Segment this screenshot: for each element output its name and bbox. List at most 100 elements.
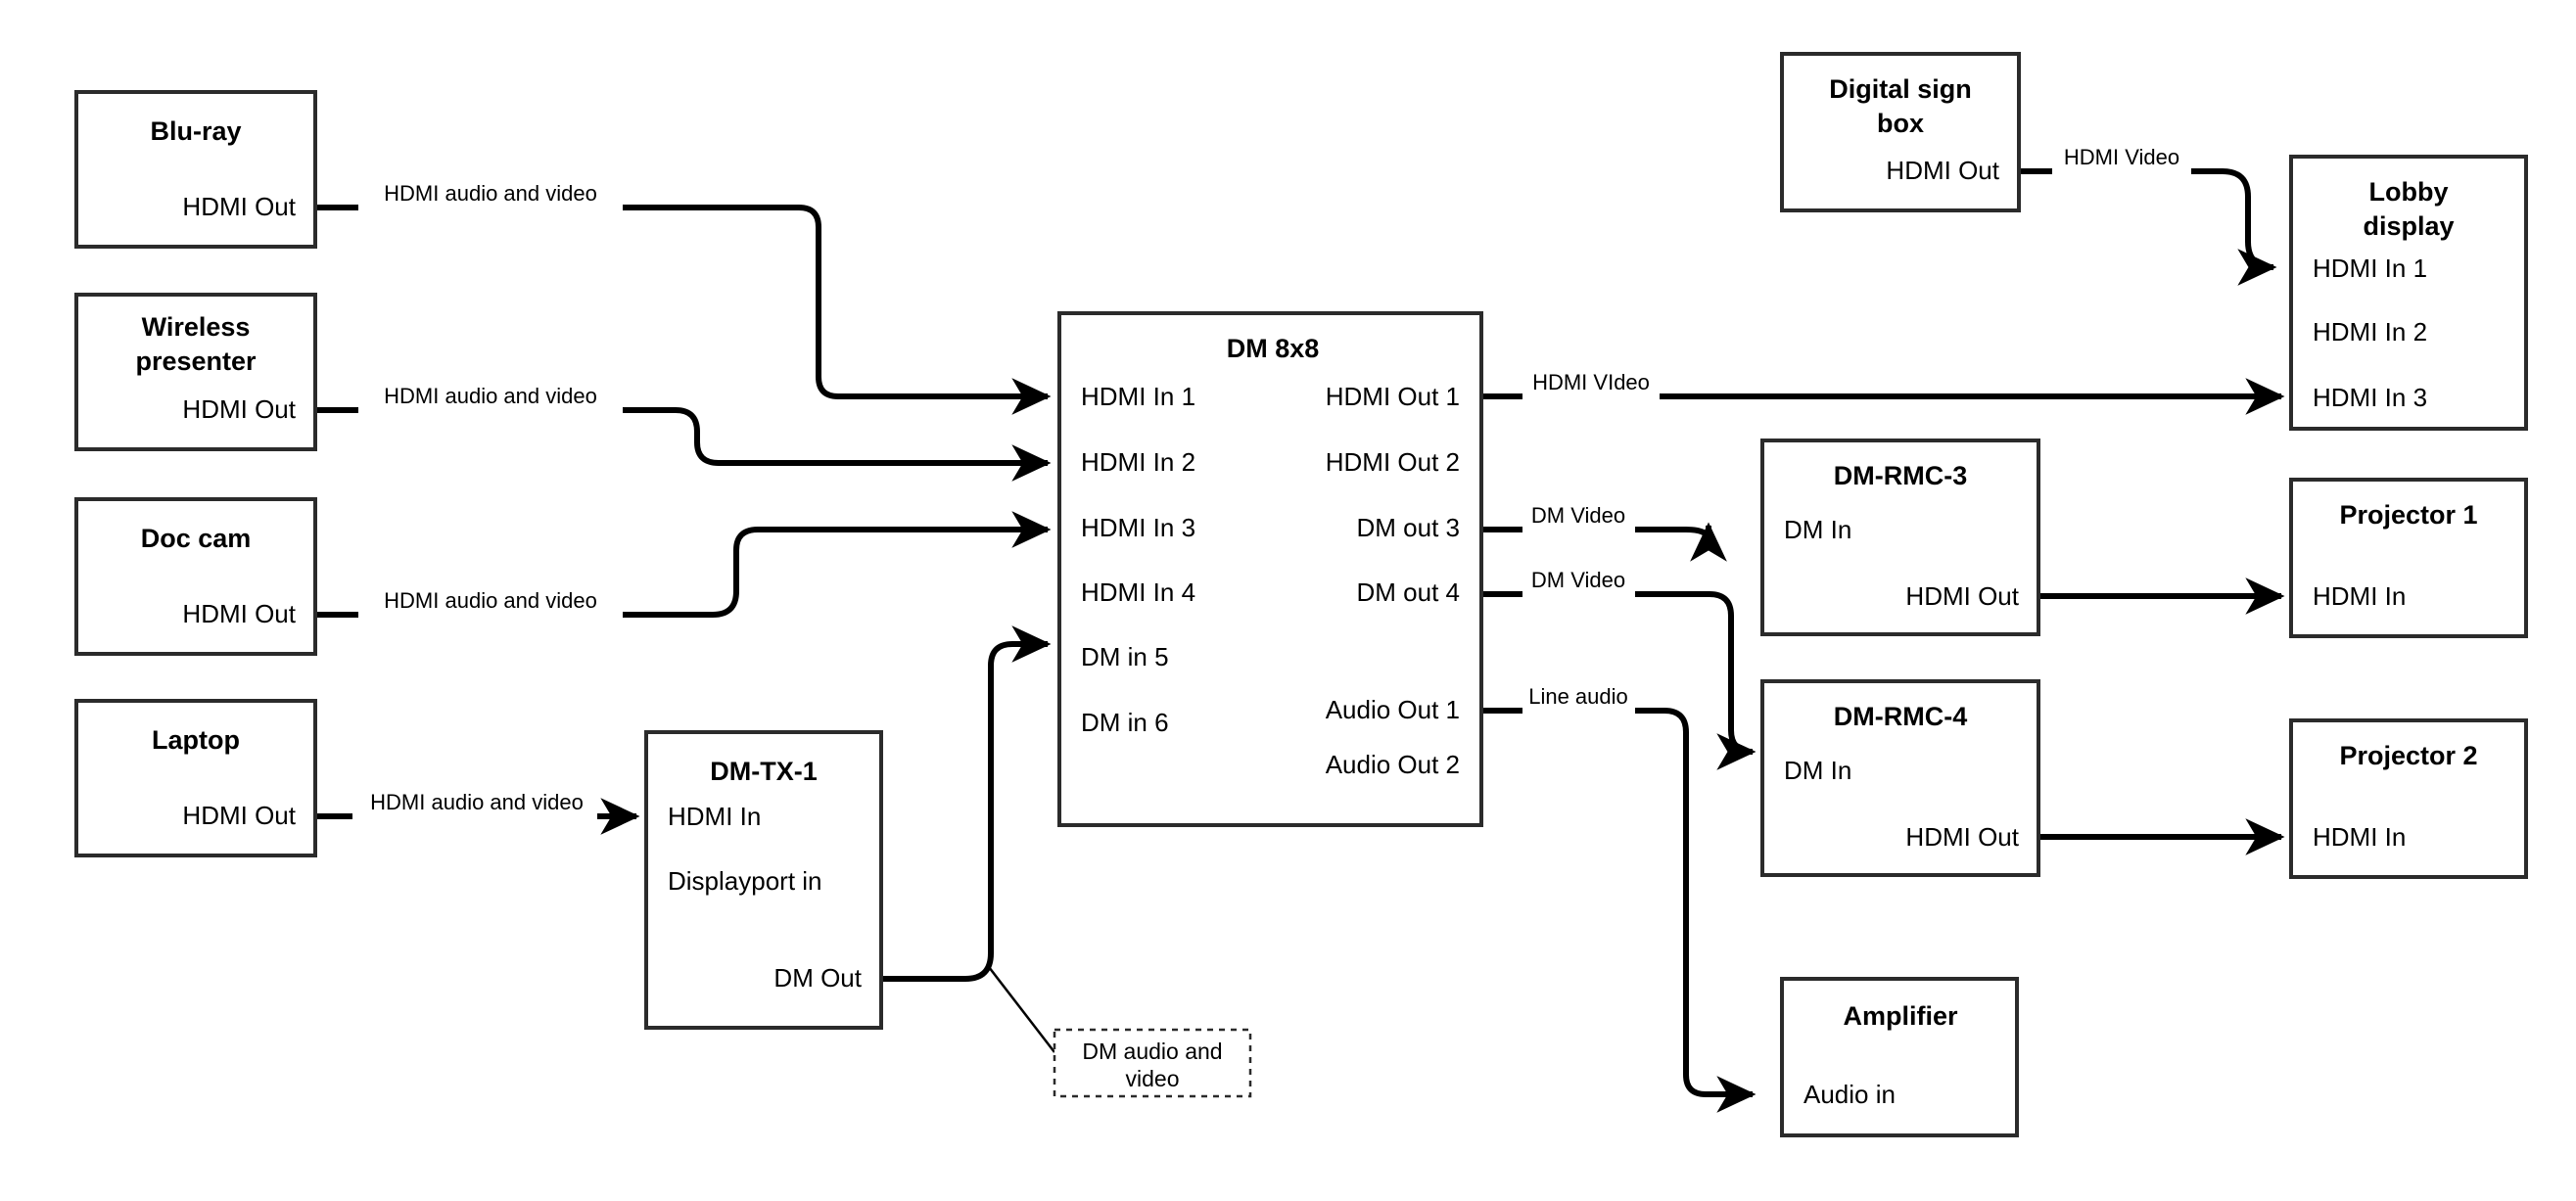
node-box <box>1780 52 2021 212</box>
node-box <box>1760 439 2040 636</box>
node-dm-rmc-4[interactable]: DM-RMC-4 DM In HDMI Out <box>1760 679 2040 877</box>
wire-segment <box>623 511 1052 618</box>
port-hdmi-in-3: HDMI In 3 <box>2313 383 2427 412</box>
node-box <box>644 730 883 1030</box>
port-dm-out-3: DM out 3 <box>1357 513 1461 542</box>
node-box <box>2289 155 2528 431</box>
node-dm-tx-1[interactable]: DM-TX-1 HDMI In Displayport in DM Out <box>644 730 883 1030</box>
node-title: Laptop <box>152 725 240 755</box>
node-title: Blu-ray <box>150 116 241 146</box>
port-hdmi-in: HDMI In <box>668 802 761 831</box>
port-dm-in: DM In <box>1784 756 1851 785</box>
port-audio-in: Audio in <box>1803 1080 1896 1109</box>
node-amplifier[interactable]: Amplifier Audio in <box>1780 977 2019 1137</box>
port-displayport-in: Displayport in <box>668 866 822 896</box>
node-blu-ray[interactable]: Blu-ray HDMI Out <box>74 90 317 249</box>
wire-segment <box>623 407 1052 482</box>
node-box <box>74 293 317 451</box>
node-laptop[interactable]: Laptop HDMI Out <box>74 699 317 857</box>
edge-sign-box-to-lobby-in-1: HDMI Video <box>2019 145 2277 286</box>
edge-label-audio-out-1: Line audio <box>1528 684 1628 709</box>
edge-dm-out-3-to-rmc-3: DM Video <box>1481 503 1727 562</box>
node-dm-8x8[interactable]: DM 8x8 HDMI In 1 HDMI In 2 HDMI In 3 HDM… <box>1057 311 1483 827</box>
node-title: Projector 1 <box>2339 500 2477 530</box>
node-title-line1: Lobby <box>2369 177 2449 207</box>
port-hdmi-out: HDMI Out <box>182 599 296 628</box>
node-projector-2[interactable]: Projector 2 HDMI In <box>2289 718 2528 879</box>
port-audio-out-1: Audio Out 1 <box>1326 695 1460 724</box>
port-hdmi-out: HDMI Out <box>182 801 296 830</box>
note-line1: DM audio and <box>1082 1039 1222 1064</box>
node-title: DM-RMC-3 <box>1834 461 1967 490</box>
port-hdmi-out: HDMI Out <box>1905 822 2019 852</box>
annotation-leader-line <box>988 966 1055 1053</box>
node-title-line2: box <box>1877 109 1924 138</box>
wire-segment <box>1635 522 1727 562</box>
node-box <box>1780 977 2019 1137</box>
port-hdmi-in-3: HDMI In 3 <box>1081 513 1195 542</box>
edge-label-laptop: HDMI audio and video <box>370 790 584 814</box>
port-hdmi-in-1: HDMI In 1 <box>1081 382 1195 411</box>
node-title: DM-TX-1 <box>710 757 818 786</box>
edge-wireless-to-hdmi-in-2: HDMI audio and video <box>315 384 1052 482</box>
note-line2: video <box>1126 1066 1180 1091</box>
node-wireless-presenter[interactable]: Wireless presenter HDMI Out <box>74 293 317 451</box>
port-dm-out: DM Out <box>773 963 862 993</box>
edge-label-dm-out-4: DM Video <box>1531 568 1625 592</box>
node-title: DM 8x8 <box>1227 334 1320 363</box>
node-box <box>1760 679 2040 877</box>
node-title-line1: Digital sign <box>1829 74 1972 104</box>
node-digital-sign-box[interactable]: Digital sign box HDMI Out <box>1780 52 2021 212</box>
node-title: Doc cam <box>141 524 252 553</box>
wire-segment <box>1635 591 1756 770</box>
edge-dm-out-4-to-rmc-4: DM Video <box>1481 568 1756 770</box>
node-doc-cam[interactable]: Doc cam HDMI Out <box>74 497 317 656</box>
port-hdmi-in-1: HDMI In 1 <box>2313 254 2427 283</box>
edge-label-sign-box: HDMI Video <box>2064 145 2179 169</box>
node-title-line2: display <box>2363 211 2454 241</box>
node-box <box>2289 478 2528 638</box>
edge-label-wireless: HDMI audio and video <box>384 384 597 408</box>
edge-label-dm-out-3: DM Video <box>1531 503 1625 528</box>
node-title: DM-RMC-4 <box>1834 702 1967 731</box>
edge-label-doc-cam: HDMI audio and video <box>384 588 597 613</box>
port-dm-in: DM In <box>1784 515 1851 544</box>
edge-hdmi-out-1-to-lobby-in-3: HDMI VIdeo <box>1481 370 2285 415</box>
edge-doc-cam-to-hdmi-in-3: HDMI audio and video <box>315 511 1052 618</box>
port-hdmi-in: HDMI In <box>2313 822 2406 852</box>
port-hdmi-out: HDMI Out <box>182 192 296 221</box>
port-hdmi-out-2: HDMI Out 2 <box>1326 447 1460 477</box>
port-dm-in-6: DM in 6 <box>1081 708 1169 737</box>
port-hdmi-out: HDMI Out <box>1905 581 2019 611</box>
wire-segment <box>2191 168 2277 286</box>
node-box <box>74 699 317 857</box>
edge-laptop-to-dm-tx-1: HDMI audio and video <box>315 790 640 835</box>
node-projector-1[interactable]: Projector 1 HDMI In <box>2289 478 2528 638</box>
node-box <box>2289 718 2528 879</box>
port-dm-out-4: DM out 4 <box>1357 577 1461 607</box>
node-title-line1: Wireless <box>142 312 251 342</box>
node-title-line2: presenter <box>135 346 257 376</box>
node-title: Projector 2 <box>2339 741 2477 770</box>
node-box <box>74 497 317 656</box>
edge-label-blu-ray: HDMI audio and video <box>384 181 597 206</box>
wire-segment <box>623 205 1052 415</box>
node-box <box>1057 311 1483 827</box>
edge-audio-out-1-to-amplifier: Line audio <box>1481 684 1756 1113</box>
wire-segment <box>881 625 1052 982</box>
node-lobby-display[interactable]: Lobby display HDMI In 1 HDMI In 2 HDMI I… <box>2289 155 2528 431</box>
node-dm-rmc-3[interactable]: DM-RMC-3 DM In HDMI Out <box>1760 439 2040 636</box>
port-hdmi-in-2: HDMI In 2 <box>1081 447 1195 477</box>
port-hdmi-out: HDMI Out <box>1886 156 1999 185</box>
wire-segment <box>1635 708 1756 1113</box>
port-hdmi-out: HDMI Out <box>182 394 296 424</box>
node-box <box>74 90 317 249</box>
port-hdmi-in-4: HDMI In 4 <box>1081 577 1195 607</box>
edge-label-hdmi-out-1: HDMI VIdeo <box>1532 370 1650 394</box>
port-hdmi-in: HDMI In <box>2313 581 2406 611</box>
port-audio-out-2: Audio Out 2 <box>1326 750 1460 779</box>
note-box <box>1053 1028 1252 1098</box>
edge-blu-ray-to-hdmi-in-1: HDMI audio and video <box>315 181 1052 415</box>
